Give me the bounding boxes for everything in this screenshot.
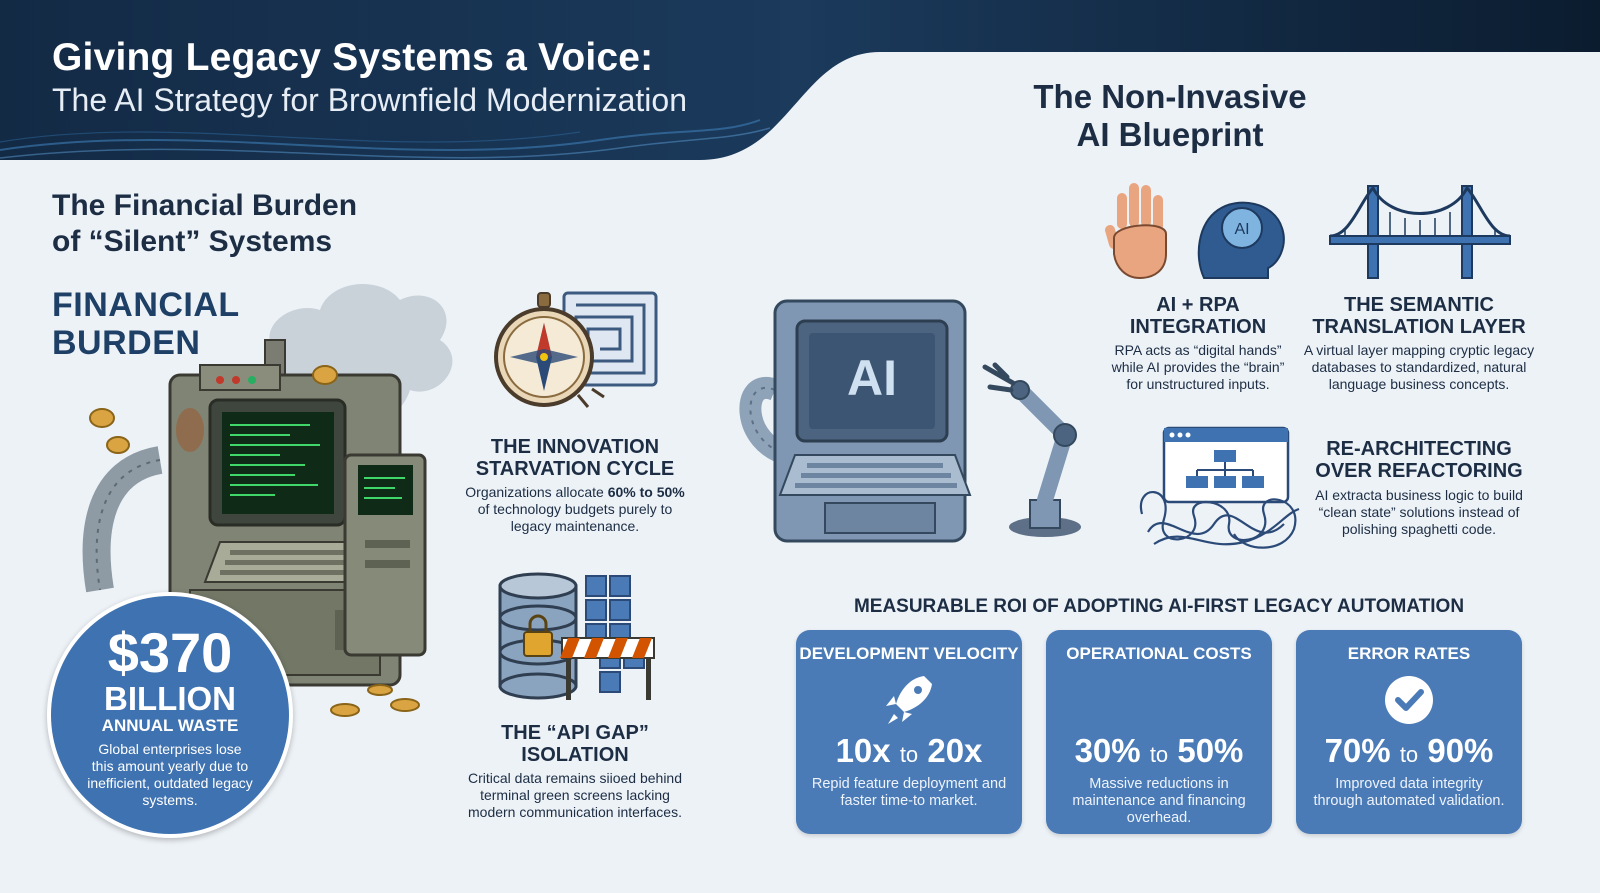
annual-waste-circle: $370 BILLION ANNUAL WASTE Global enterpr…: [47, 592, 293, 838]
financial-section-title-line1: The Financial Burden: [52, 189, 358, 222]
api-gap-title-line1: THE “API GAP”: [501, 722, 649, 744]
roi-card-title: DEVELOPMENT VELOCITY: [799, 644, 1019, 663]
financial-burden-label: FINANCIAL BURDEN: [52, 286, 240, 362]
roi-card-description: Improved data integrity through automate…: [1313, 776, 1505, 809]
waste-amount: $370: [107, 621, 233, 684]
financial-section-title: The Financial Burden of “Silent” Systems: [52, 188, 357, 260]
waste-label: ANNUAL WASTE: [101, 716, 239, 735]
financial-burden-label-line2: BURDEN: [52, 324, 201, 362]
blueprint-title: The Non-Invasive AI Blueprint: [1000, 78, 1340, 154]
financial-section-title-line2: of “Silent” Systems: [52, 225, 333, 258]
roi-card-value: 10x to 20x: [835, 732, 983, 769]
roi-card-development-velocity: DEVELOPMENT VELOCITY 10x to 20x Repid fe…: [796, 630, 1022, 834]
waste-unit: BILLION: [104, 680, 236, 717]
roi-card-error-rates: ERROR RATES 70% to 90% Improved data int…: [1296, 630, 1522, 834]
rearch-description: AI extracta business logic to build “cle…: [1315, 487, 1523, 537]
compass-maze-icon: [494, 291, 658, 408]
ai-terminal-robot-illustration: AI: [739, 299, 1081, 543]
main-subtitle: The AI Strategy for Brownfield Moderniza…: [52, 82, 687, 118]
rpa-title-line2: INTEGRATION: [1129, 316, 1267, 338]
blueprint-title-line1: The Non-Invasive: [1033, 78, 1307, 115]
roi-card-value: 70% to 90%: [1324, 732, 1494, 769]
bridge-icon: [1329, 185, 1511, 279]
rearch-title-line2: OVER REFACTORING: [1315, 460, 1523, 482]
innovation-title-line1: THE INNOVATION: [490, 436, 660, 458]
checkmark-icon: [1385, 676, 1433, 724]
rpa-description: RPA acts as “digital hands” while AI pro…: [1111, 342, 1285, 392]
coins: [89, 365, 420, 717]
innovation-title: THE INNOVATION STARVATION CYCLE: [458, 436, 692, 480]
innovation-description: Organizations allocate 60% to 50% of tec…: [465, 484, 685, 534]
rpa-title: AI + RPA INTEGRATION: [1100, 294, 1296, 338]
roi-card-title: OPERATIONAL COSTS: [1066, 644, 1252, 663]
budget-range-highlight: 60% to 50%: [607, 484, 685, 500]
rocket-icon: [886, 676, 932, 724]
api-gap-description: Critical data remains siioed behind term…: [468, 770, 682, 820]
semantic-title-line2: TRANSLATION LAYER: [1312, 316, 1526, 338]
main-title: Giving Legacy Systems a Voice:: [52, 36, 654, 79]
header-banner: [0, 0, 1600, 160]
api-gap-title-line2: ISOLATION: [521, 744, 629, 766]
financial-burden-label-line1: FINANCIAL: [52, 286, 240, 324]
rearch-title-line1: RE-ARCHITECTING: [1326, 438, 1512, 460]
blueprint-title-line2: AI Blueprint: [1076, 116, 1264, 153]
waste-description: Global enterprises lose this amount year…: [87, 741, 253, 808]
hand-brain-icon: AI: [1105, 183, 1285, 280]
innovation-title-line2: STARVATION CYCLE: [475, 458, 675, 480]
roi-card-value: 30% to 50%: [1074, 732, 1244, 769]
legacy-machine-illustration: [82, 283, 453, 717]
semantic-description: A virtual layer mapping cryptic legacy d…: [1303, 342, 1535, 392]
api-gap-title: THE “API GAP” ISOLATION: [458, 722, 692, 766]
roi-card-description: Massive reductions in maintenance and fi…: [1072, 776, 1246, 826]
rpa-title-line1: AI + RPA: [1156, 294, 1240, 316]
terminal-ai-label: AI: [847, 350, 897, 406]
head-ai-label: AI: [1234, 221, 1249, 238]
roi-title: MEASURABLE ROI OF ADOPTING AI-FIRST LEGA…: [853, 596, 1465, 617]
spaghetti-code-icon: [1139, 426, 1300, 549]
roi-card-operational-costs: OPERATIONAL COSTS 30% to 50% Massive red…: [1046, 630, 1272, 834]
semantic-title-line1: THE SEMANTIC: [1344, 294, 1494, 316]
roi-card-title: ERROR RATES: [1347, 644, 1471, 663]
semantic-title: THE SEMANTIC TRANSLATION LAYER: [1306, 294, 1532, 338]
roi-card-description: Repid feature deployment and faster time…: [811, 776, 1007, 809]
rearch-title: RE-ARCHITECTING OVER REFACTORING: [1306, 438, 1532, 482]
database-barrier-icon: [498, 572, 655, 700]
